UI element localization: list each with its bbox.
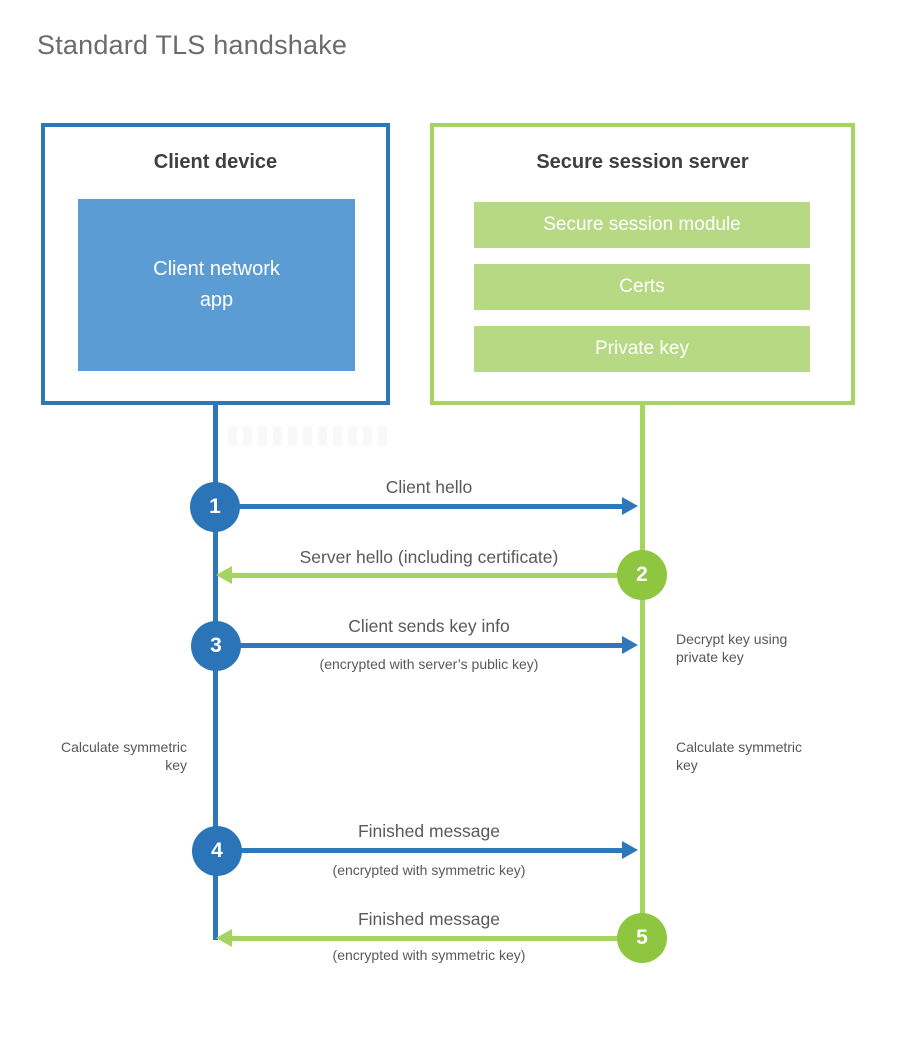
step-circle-4: 4 [192,826,242,876]
server-module-certs: Certs [474,264,810,310]
arrow-line-step4 [217,848,623,853]
arrowhead-left-icon [216,566,232,584]
arrowhead-right-icon [622,636,638,654]
step5-label: Finished message [357,909,501,929]
server-module-private-key: Private key [474,326,810,372]
page-title: Standard TLS handshake [37,30,348,60]
note-decrypt-key: Decrypt key using private key [676,631,788,665]
secure-session-server-box: Secure session server Secure session mod… [430,123,855,405]
arrowhead-left-icon [216,929,232,947]
step3-sublabel: (encrypted with server’s public key) [319,656,539,672]
client-lifeline [213,403,218,940]
step-circle-5: 5 [617,913,667,963]
arrow-line-step1 [216,504,623,509]
note-calc-symmetric-right: Calculate symmetric key [676,739,803,773]
step2-label: Server hello (including certificate) [299,547,559,567]
arrowhead-right-icon [622,497,638,515]
step5-sublabel: (encrypted with symmetric key) [332,947,526,963]
note-calc-symmetric-left: Calculate symmetric key [60,739,187,773]
step4-sublabel: (encrypted with symmetric key) [332,862,526,878]
arrow-line-step2 [232,573,642,578]
faint-artifact [228,426,390,446]
arrow-line-step5 [232,936,642,941]
step3-label: Client sends key info [348,616,510,636]
step-circle-3: 3 [191,621,241,671]
server-module-secure-session: Secure session module [474,202,810,248]
client-device-box: Client device Client network app [41,123,390,405]
arrow-line-step3 [216,643,623,648]
arrowhead-right-icon [622,841,638,859]
client-network-app-block: Client network app [78,199,355,371]
server-title: Secure session server [536,151,749,173]
step1-label: Client hello [385,477,473,497]
step4-label: Finished message [357,821,501,841]
step-circle-1: 1 [190,482,240,532]
step-circle-2: 2 [617,550,667,600]
server-lifeline [640,403,645,940]
client-device-title: Client device [153,151,278,173]
